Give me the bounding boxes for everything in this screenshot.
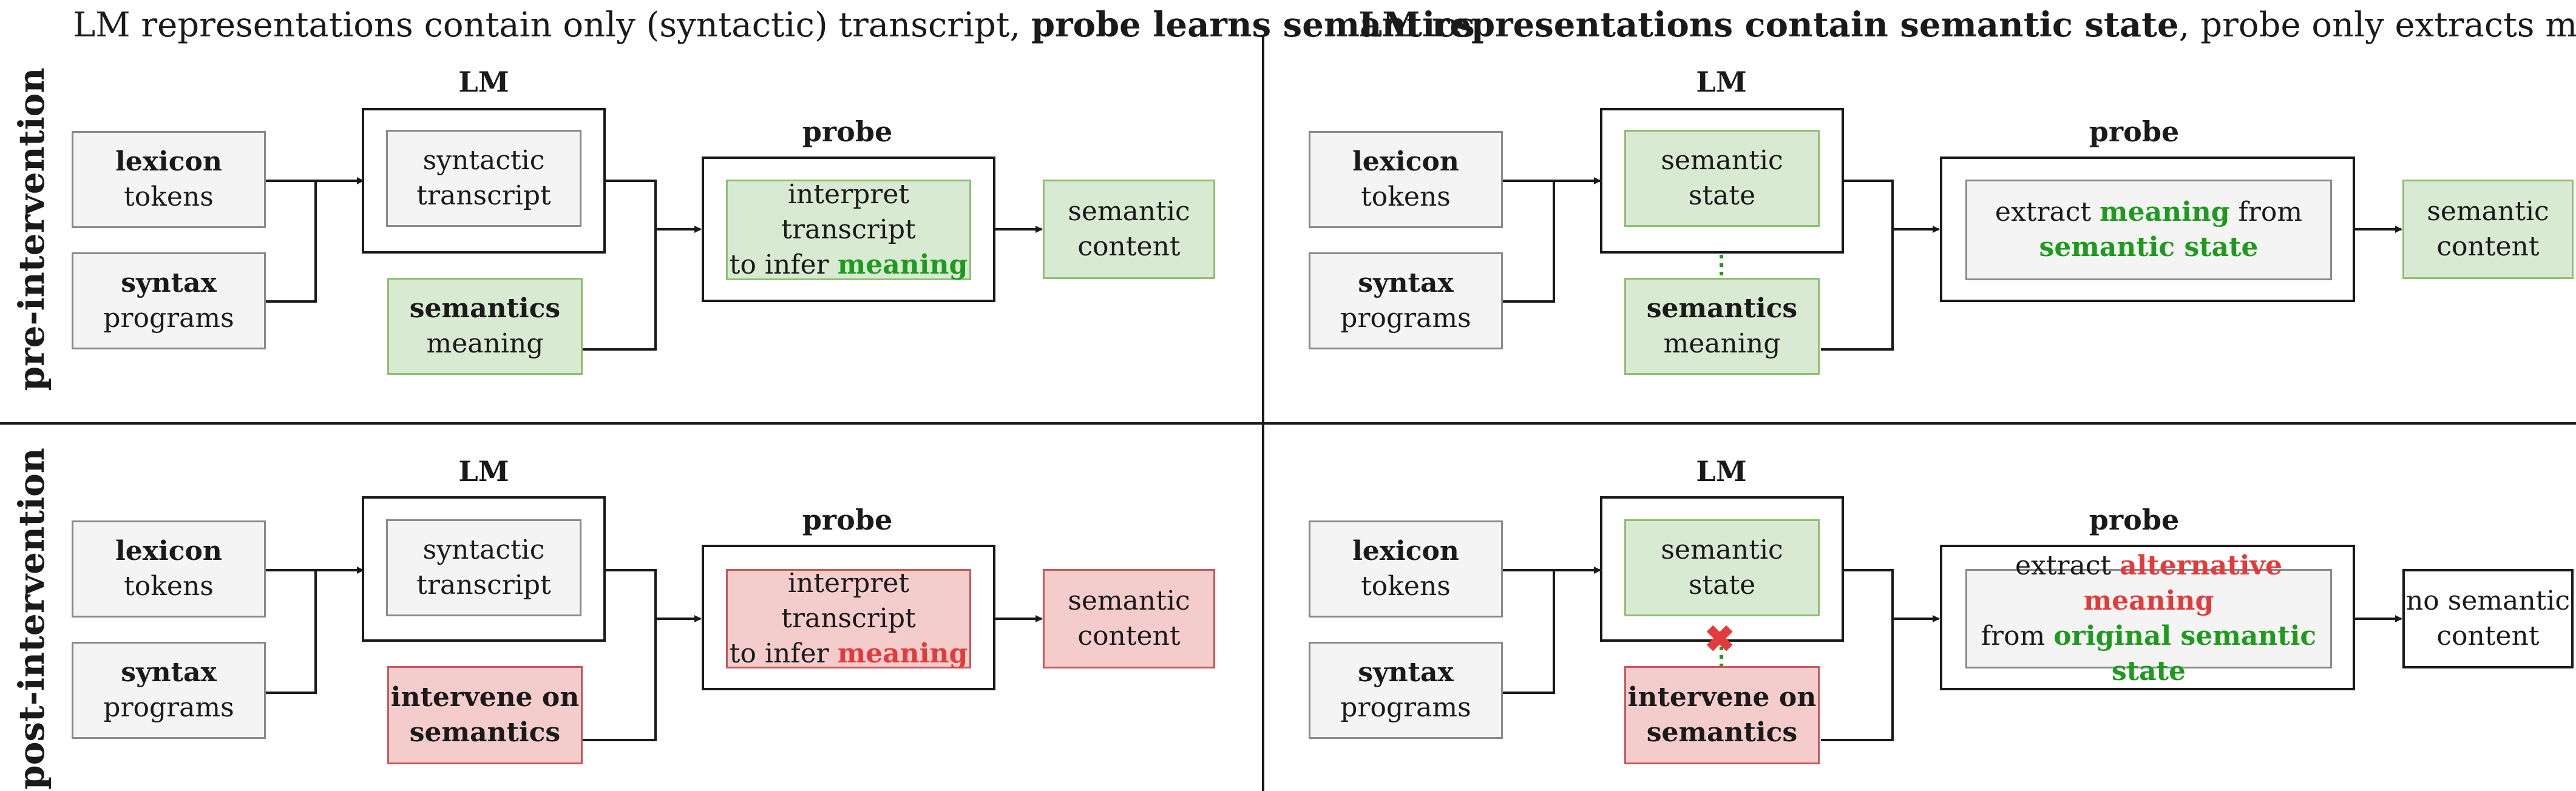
lm-label: LM: [458, 455, 509, 488]
extract-line-1: extract meaning from: [1995, 197, 2303, 227]
output-box: semantic content: [1043, 180, 1215, 279]
output-line-2: content: [1077, 621, 1181, 651]
lexicon-box: lexicon tokens: [1309, 131, 1503, 228]
probe-label: probe: [802, 503, 893, 536]
extract-alt-box: extract alternative meaning from origina…: [1965, 550, 2332, 687]
lexicon-box: lexicon tokens: [72, 131, 266, 228]
lm-label: LM: [1696, 66, 1747, 98]
syntax-title: syntax: [121, 657, 217, 688]
output-line-2: content: [1077, 231, 1181, 262]
syntax-title: syntax: [121, 268, 217, 298]
output-line-2: content: [2436, 231, 2540, 262]
syntax-box: syntax programs: [72, 252, 266, 349]
right-title: LM representations contain semantic stat…: [1358, 5, 2576, 45]
lexicon-sub: tokens: [124, 571, 214, 602]
semantics-sub: meaning: [1663, 328, 1781, 359]
extract-alt-line-2: from original semantic state: [1981, 621, 2317, 687]
lexicon-title: lexicon: [1352, 536, 1459, 567]
syntax-title: syntax: [1358, 657, 1454, 688]
lexicon-title: lexicon: [1352, 146, 1459, 177]
state-line-2: state: [1688, 180, 1756, 211]
lexicon-sub: tokens: [1361, 181, 1451, 212]
lexicon-title: lexicon: [115, 536, 222, 567]
syntactic-transcript-box: syntactic transcript: [386, 519, 581, 616]
semantics-sub: meaning: [426, 328, 544, 359]
intervene-box: intervene on semantics: [387, 666, 583, 764]
syn-line-2: transcript: [416, 180, 551, 211]
syntax-sub: programs: [103, 692, 234, 723]
intervene-line-2: semantics: [1646, 717, 1798, 748]
output-box: semantic content: [1043, 569, 1215, 668]
cut-link-x-icon: ✖: [1704, 618, 1735, 661]
syntax-box: syntax programs: [72, 642, 266, 739]
syntactic-transcript-box: syntactic transcript: [386, 130, 581, 227]
output-box: semantic content: [2402, 180, 2574, 279]
probe-label: probe: [802, 115, 893, 148]
intervene-line-1: intervene on: [390, 682, 580, 713]
interpret-line-2: to infer meaning: [729, 638, 968, 669]
probe-label: probe: [2089, 503, 2180, 536]
no-output-line-1: no semantic: [2405, 585, 2571, 616]
no-output-line-2: content: [2436, 621, 2540, 651]
lexicon-box: lexicon tokens: [1309, 520, 1503, 618]
lexicon-sub: tokens: [1361, 571, 1451, 602]
intervene-line-2: semantics: [409, 717, 561, 748]
semantic-state-box: semantic state: [1624, 130, 1820, 227]
output-line-1: semantic: [1068, 196, 1190, 227]
interpret-box: interpret transcript to infer meaning: [726, 179, 971, 280]
output-line-1: semantic: [2427, 196, 2549, 227]
interpret-line-2: to infer meaning: [729, 249, 968, 280]
state-line-1: semantic: [1661, 534, 1783, 565]
lexicon-box: lexicon tokens: [72, 520, 266, 618]
syntax-sub: programs: [1340, 303, 1471, 334]
extract-alt-line-1: extract alternative meaning: [2015, 550, 2282, 616]
syntax-box: syntax programs: [1309, 642, 1503, 739]
lexicon-sub: tokens: [124, 181, 214, 212]
syntax-title: syntax: [1358, 268, 1454, 298]
lm-label: LM: [458, 66, 509, 98]
semantic-state-box: semantic state: [1624, 519, 1820, 616]
syn-line-2: transcript: [416, 570, 551, 601]
syn-line-1: syntactic: [422, 145, 545, 176]
semantics-box: semantics meaning: [1624, 278, 1820, 375]
state-line-1: semantic: [1661, 145, 1783, 176]
no-output-box: no semantic content: [2402, 569, 2574, 668]
output-line-1: semantic: [1068, 585, 1190, 616]
syntax-box: syntax programs: [1309, 252, 1503, 349]
semantics-title: semantics: [409, 293, 561, 324]
lm-label: LM: [1696, 455, 1747, 488]
horizontal-divider: [0, 422, 2576, 425]
syn-line-1: syntactic: [422, 534, 545, 565]
vertical-divider: [1262, 35, 1264, 791]
probe-label: probe: [2089, 115, 2180, 148]
intervene-line-1: intervene on: [1627, 682, 1817, 713]
syntax-sub: programs: [103, 303, 234, 334]
state-line-2: state: [1688, 570, 1756, 601]
left-title: LM representations contain only (syntact…: [73, 5, 1475, 45]
intervene-box: intervene on semantics: [1624, 666, 1820, 764]
interpret-line-1: interpret transcript: [781, 179, 916, 245]
extract-box: extract meaning from semantic state: [1965, 180, 2332, 280]
lexicon-title: lexicon: [115, 146, 222, 177]
semantics-box: semantics meaning: [387, 278, 583, 375]
semantics-title: semantics: [1646, 293, 1798, 324]
syntax-sub: programs: [1340, 692, 1471, 723]
extract-line-2: semantic state: [2039, 232, 2259, 263]
interpret-line-1: interpret transcript: [781, 568, 916, 634]
interpret-box: interpret transcript to infer meaning: [726, 568, 971, 669]
